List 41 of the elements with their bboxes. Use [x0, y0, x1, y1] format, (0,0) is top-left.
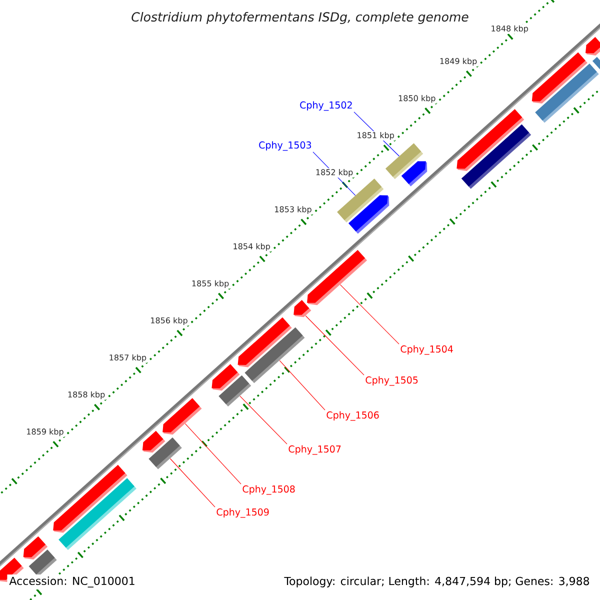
gene-bar: [148, 437, 182, 470]
accession-label: Accession: NC_010001: [7, 574, 138, 590]
gene-bar: [244, 327, 305, 384]
tick-label: 1850 kbp: [397, 94, 437, 104]
leader-line: [240, 396, 288, 444]
gene-label: Cphy_1503: [259, 141, 312, 151]
gene-label: Cphy_1502: [300, 101, 352, 111]
gene-label: Cphy_1509: [216, 508, 269, 518]
tick-label: 1848 kbp: [490, 24, 530, 34]
leader-line: [170, 458, 216, 508]
gene-label: Cphy_1505: [366, 376, 418, 386]
leader-line: [184, 423, 242, 484]
tick-label: 1849 kbp: [438, 57, 478, 66]
gene-block: [401, 161, 428, 186]
leader-line: [340, 284, 400, 344]
leader-line: [279, 360, 326, 410]
gene-label: Cphy_1508: [242, 485, 295, 495]
tick-label: 1856 kbp: [149, 316, 189, 326]
gene-label: Cphy_1506: [326, 411, 379, 421]
tick-label: 1851 kbp: [356, 131, 396, 141]
gene-bar: [535, 64, 599, 123]
gene-bar: [461, 124, 532, 189]
genome-info-label: Topology: circular; Length: 4,847,594 bp; Genes: 3,988: [284, 576, 590, 588]
gene-block: [294, 300, 312, 318]
tick-label: 1852 kbp: [314, 168, 354, 178]
gene-label: Cphy_1504: [400, 345, 453, 355]
tick-label: 1855 kbp: [190, 279, 230, 289]
title: Clostridium phytofermentans ISDg, complete genome: [132, 12, 468, 24]
tick-label: 1854 kbp: [232, 242, 272, 252]
gene-block: [586, 37, 600, 56]
gene-label: Cphy_1507: [288, 445, 341, 455]
tick-label: 1858 kbp: [66, 390, 106, 400]
tick-label: 1853 kbp: [273, 205, 313, 215]
tick-label: 1859 kbp: [25, 428, 65, 437]
tick-label: 1857 kbp: [108, 354, 148, 363]
gene-block: [307, 250, 368, 306]
gene-block: [348, 195, 390, 234]
gene-block: [162, 398, 202, 435]
gene-bar: [58, 478, 136, 550]
leader-line: [305, 315, 364, 376]
gene-bar: [218, 375, 252, 406]
